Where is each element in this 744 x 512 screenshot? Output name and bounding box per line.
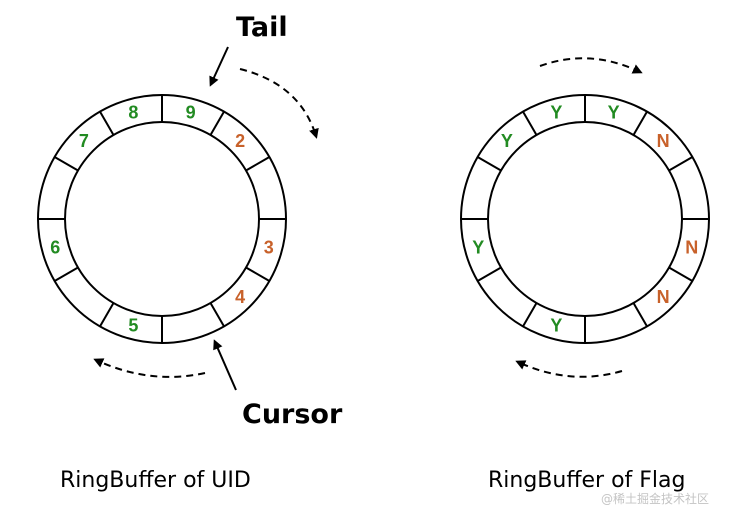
flag-divider xyxy=(522,302,538,327)
flag-divider xyxy=(522,111,538,136)
uid-divider xyxy=(54,266,79,282)
cursor-pointer-arrow xyxy=(213,339,237,391)
uid-divider xyxy=(245,266,270,282)
uid-slot-label: 5 xyxy=(128,316,138,336)
uid-divider xyxy=(99,302,115,327)
uid-ring-caption: RingBuffer of UID xyxy=(60,468,251,493)
flag-divider xyxy=(668,266,693,282)
uid-rotation-arrow-top xyxy=(239,68,319,139)
uid-ring-outer xyxy=(37,94,287,344)
flag-ring-inner xyxy=(487,121,683,317)
tail-pointer-arrow xyxy=(209,46,229,87)
flag-divider xyxy=(668,156,693,172)
flag-divider xyxy=(632,302,648,327)
flag-slot-label: Y xyxy=(550,102,562,122)
uid-divider xyxy=(54,156,79,172)
uid-slot-label: 4 xyxy=(235,287,245,307)
uid-slot-label: 8 xyxy=(128,102,138,122)
flag-divider xyxy=(477,156,502,172)
uid-ring-buffer: 9 2 3 4 5 6 7 8 xyxy=(37,94,287,344)
flag-rotation-arrow-top xyxy=(539,57,643,74)
flag-slot-label: Y xyxy=(608,102,620,122)
flag-rotation-arrow-bottom xyxy=(515,360,623,378)
uid-divider xyxy=(209,302,225,327)
flag-divider xyxy=(632,111,648,136)
uid-slot-labels: 9 2 3 4 5 6 7 8 xyxy=(50,102,273,335)
uid-slot-label: 2 xyxy=(235,131,245,151)
uid-slot-label: 7 xyxy=(79,131,89,151)
flag-slot-label: N xyxy=(685,238,698,258)
flag-ring-caption: RingBuffer of Flag xyxy=(488,468,685,493)
uid-slot-label: 6 xyxy=(50,238,60,258)
flag-slot-label: Y xyxy=(550,316,562,336)
uid-slot-label: 3 xyxy=(264,238,274,258)
uid-ring-inner xyxy=(64,121,260,317)
uid-divider xyxy=(245,156,270,172)
uid-slot-label: 9 xyxy=(186,102,196,122)
flag-slot-label: Y xyxy=(472,238,484,258)
flag-slot-label: N xyxy=(657,131,670,151)
flag-ring-dividers xyxy=(461,95,709,343)
uid-divider xyxy=(209,111,225,136)
flag-ring-buffer: Y N N N Y Y Y Y xyxy=(460,94,710,344)
flag-divider xyxy=(477,266,502,282)
tail-label: Tail xyxy=(236,12,288,43)
watermark: @稀土掘金技术社区 xyxy=(601,491,709,506)
flag-slot-labels: Y N N N Y Y Y Y xyxy=(472,102,698,335)
flag-slot-label: N xyxy=(657,287,670,307)
cursor-label: Cursor xyxy=(242,399,343,430)
flag-ring-outer xyxy=(460,94,710,344)
uid-ring-dividers xyxy=(38,95,286,343)
flag-slot-label: Y xyxy=(501,131,513,151)
uid-divider xyxy=(99,111,115,136)
uid-rotation-arrow-bottom xyxy=(93,358,206,378)
